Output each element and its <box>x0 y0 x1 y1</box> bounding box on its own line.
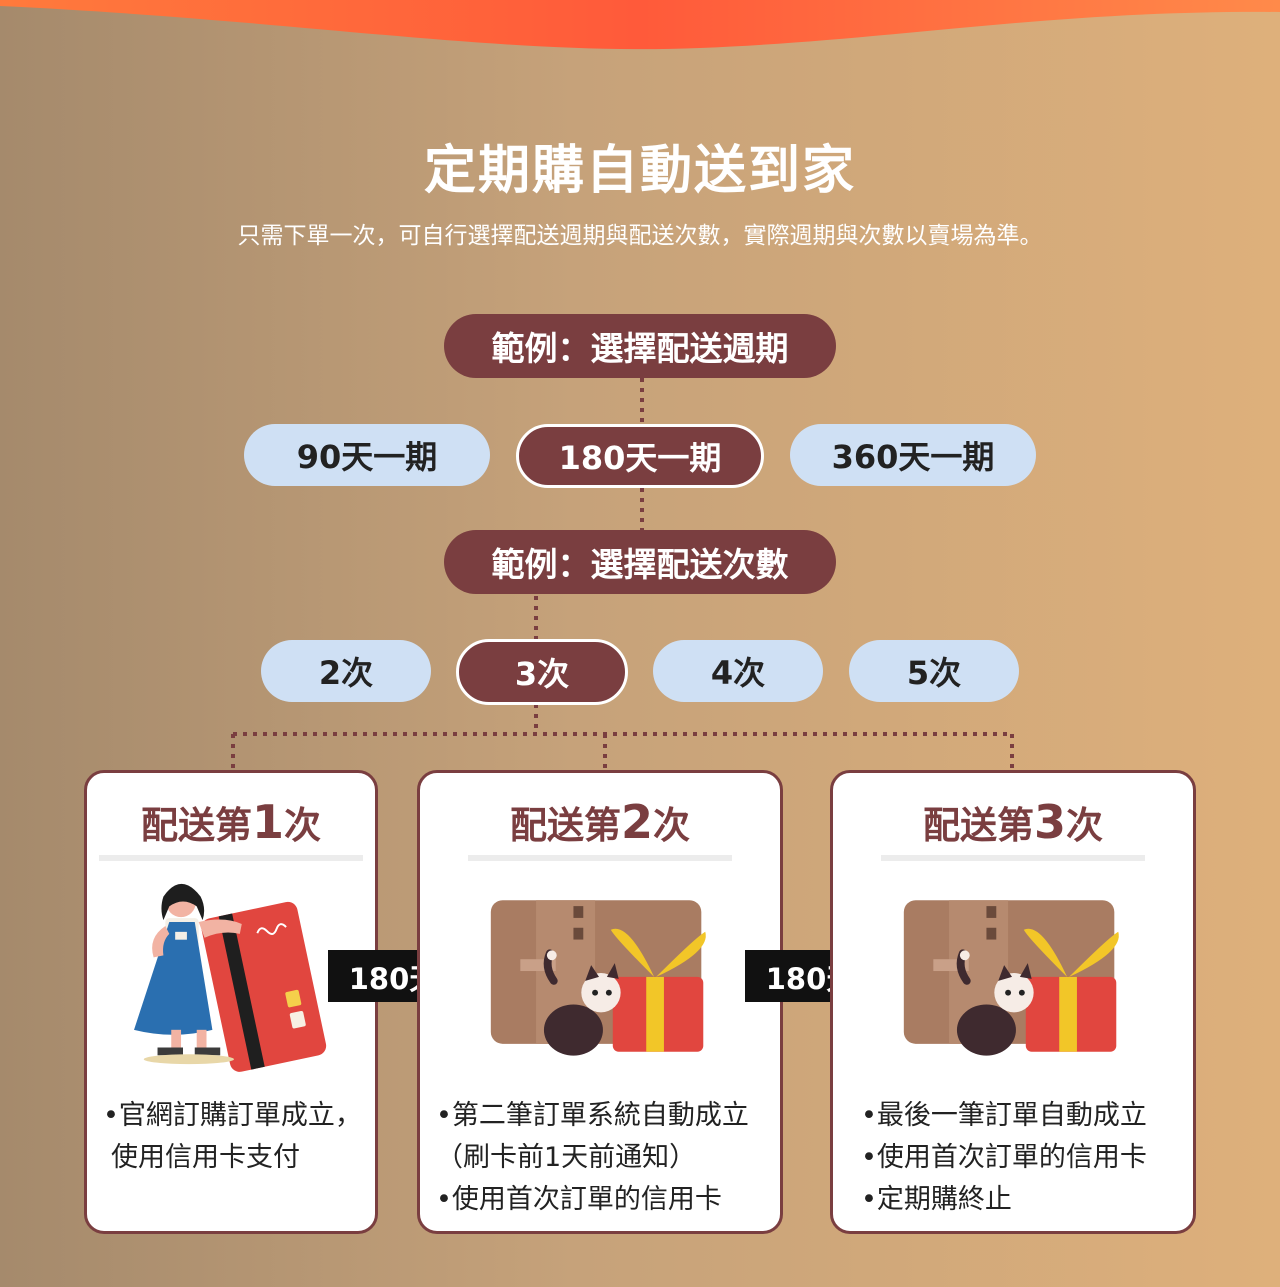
delivery-card-title: 配送第1次 <box>140 795 321 849</box>
count-option-5[interactable]: 5次 <box>849 640 1019 702</box>
cycle-option-180-selected[interactable]: 180天一期 <box>516 424 764 488</box>
bullet-item: （刷卡前1天前通知） <box>436 1142 697 1173</box>
bullet-item: •定期購終止 <box>861 1184 1012 1215</box>
delivery-card-3: 配送第3次 •最後一筆訂單自動成立 •使用首次訂單的信用卡 •定期購終止 <box>830 770 1196 1234</box>
bullet-item: •使用首次訂單的信用卡 <box>436 1184 722 1215</box>
delivery-card-title: 配送第3次 <box>922 795 1103 849</box>
page-subtitle: 只需下單一次，可自行選擇配送週期與配送次數，實際週期與次數以賣場為準。 <box>237 223 1043 249</box>
count-heading: 範例：選擇配送次數 <box>444 530 836 594</box>
bullet-item: •官網訂購訂單成立， <box>103 1100 362 1131</box>
bullet-item: •使用首次訂單的信用卡 <box>861 1142 1147 1173</box>
bullet-item: •第二筆訂單系統自動成立 <box>436 1100 749 1131</box>
cycle-option-90[interactable]: 90天一期 <box>244 424 490 486</box>
cycle-option-360[interactable]: 360天一期 <box>790 424 1036 486</box>
person-with-credit-card-icon <box>134 883 327 1072</box>
card-divider <box>881 855 1145 861</box>
delivery-card-bullets: •官網訂購訂單成立， 使用信用卡支付 <box>103 1095 365 1179</box>
delivery-card-bullets: •第二筆訂單系統自動成立 （刷卡前1天前通知） •使用首次訂單的信用卡 <box>436 1095 770 1221</box>
delivery-card-bullets: •最後一筆訂單自動成立 •使用首次訂單的信用卡 •定期購終止 <box>861 1095 1183 1221</box>
card-divider <box>468 855 732 861</box>
top-wave-decoration <box>0 0 1280 50</box>
count-option-4[interactable]: 4次 <box>653 640 823 702</box>
bullet-item: 使用信用卡支付 <box>111 1142 300 1173</box>
page-title: 定期購自動送到家 <box>423 141 856 201</box>
cycle-heading: 範例：選擇配送週期 <box>444 314 836 378</box>
delivery-card-1: 配送第1次 •官網訂購訂單成立， 使用信用卡支付 <box>84 770 378 1234</box>
package-gift-cat-icon <box>903 900 1119 1056</box>
count-option-3-selected[interactable]: 3次 <box>456 639 628 705</box>
delivery-card-title: 配送第2次 <box>509 795 690 849</box>
card-divider <box>99 855 363 861</box>
package-gift-cat-icon <box>490 900 706 1056</box>
delivery-card-2: 配送第2次 •第二筆訂單系統自動成立 （刷卡前1天前通知） •使用首次訂單的信用… <box>417 770 783 1234</box>
count-option-2[interactable]: 2次 <box>261 640 431 702</box>
bullet-item: •最後一筆訂單自動成立 <box>861 1100 1147 1131</box>
